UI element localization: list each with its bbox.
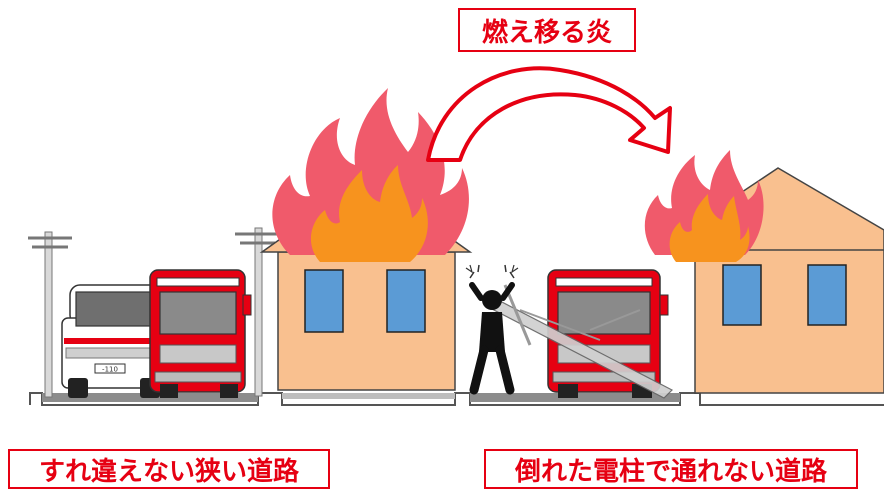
spreading-arrow bbox=[426, 66, 672, 162]
window bbox=[807, 264, 847, 326]
narrow-road-label: すれ違えない狭い道路 bbox=[8, 449, 330, 489]
window bbox=[304, 269, 344, 333]
windshield bbox=[159, 291, 237, 335]
license-plate-text: -110 bbox=[102, 366, 118, 374]
utility-pole-middle bbox=[235, 227, 278, 397]
distressed-person bbox=[465, 264, 519, 395]
window bbox=[386, 269, 426, 333]
grille bbox=[65, 347, 163, 359]
spreading-fire-label: 燃え移る炎 bbox=[458, 8, 636, 52]
ambulance: -110 bbox=[61, 284, 167, 398]
window bbox=[722, 264, 762, 326]
fire-truck-right bbox=[547, 269, 669, 398]
grille bbox=[159, 344, 237, 364]
utility-pole-left bbox=[28, 231, 72, 398]
blocked-road-label: 倒れた電柱で通れない道路 bbox=[484, 449, 858, 489]
flame-small bbox=[644, 150, 764, 262]
license-plate bbox=[94, 363, 126, 374]
fire-truck-left bbox=[149, 269, 252, 398]
windshield bbox=[75, 291, 155, 327]
windshield bbox=[557, 291, 651, 335]
flame-large bbox=[272, 88, 469, 262]
